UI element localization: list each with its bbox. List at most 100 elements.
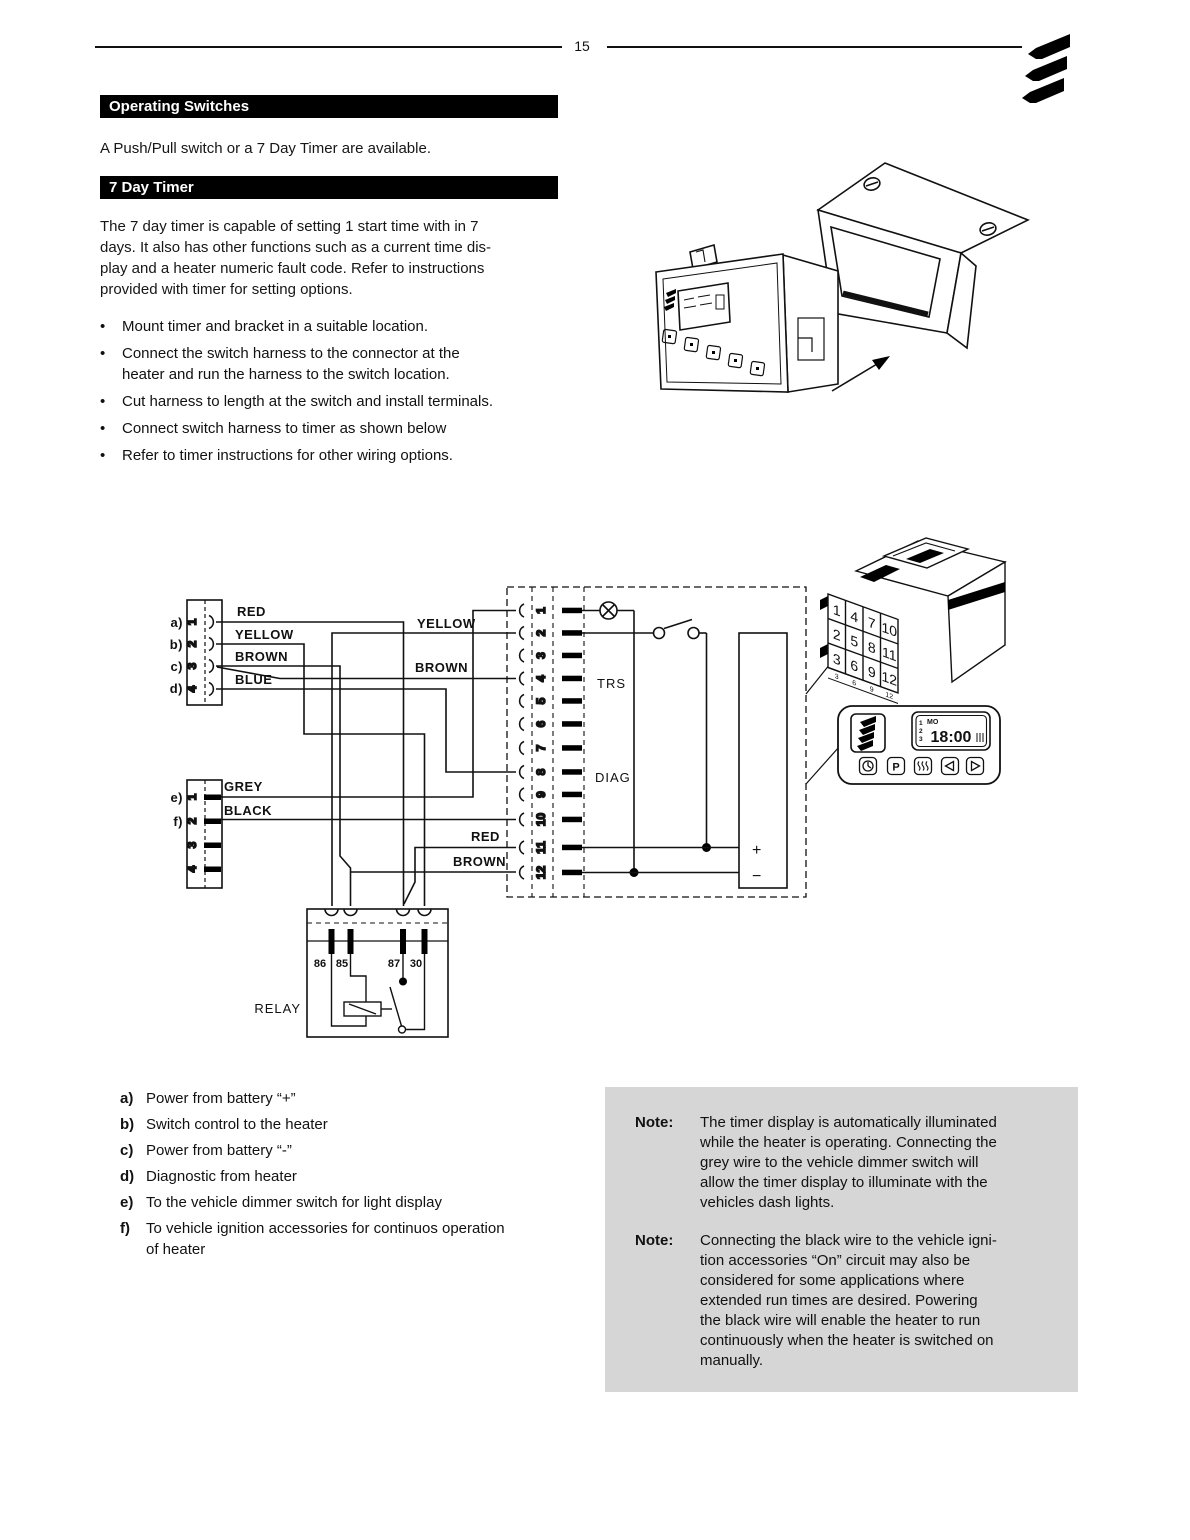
lamp-icon xyxy=(599,601,618,620)
timer-pin-sockets xyxy=(518,603,525,880)
timer-internal-circuit: + − xyxy=(582,601,788,889)
relay-socket-icon xyxy=(324,908,339,917)
right-arrow-icon xyxy=(970,760,981,772)
svg-text:5: 5 xyxy=(850,633,858,651)
svg-text:YELLOW: YELLOW xyxy=(235,627,294,642)
svg-text:1: 1 xyxy=(833,602,841,620)
contact-arm xyxy=(389,986,403,1027)
bullet-icon: • xyxy=(100,420,106,437)
relay-socket-icon xyxy=(343,908,358,917)
svg-text:3: 3 xyxy=(534,652,548,659)
pin-blade-icon xyxy=(204,794,221,800)
bullet-list: •Mount timer and bracket in a suitable l… xyxy=(100,316,580,472)
forward-button xyxy=(965,756,985,776)
legend-item: c)Power from battery “-” xyxy=(120,1142,292,1159)
wire-red-timer-supply xyxy=(403,846,516,905)
svg-text:3: 3 xyxy=(185,841,199,848)
heat-button xyxy=(913,756,933,776)
switch-icon xyxy=(652,618,700,640)
svg-text:4: 4 xyxy=(185,685,199,692)
svg-text:86: 86 xyxy=(314,958,326,970)
timer-face-buttons: P xyxy=(858,756,985,776)
pin-socket-icon xyxy=(208,614,215,630)
timer-face-logo-icon xyxy=(857,716,876,751)
timer-unit-3d-drawing xyxy=(655,243,839,393)
svg-text:1: 1 xyxy=(185,618,199,625)
list-item: •Connect the switch harness to the conne… xyxy=(100,345,460,383)
svg-text:2: 2 xyxy=(534,629,548,636)
pin-blade-icon xyxy=(204,842,221,848)
relay-socket-icon xyxy=(395,908,411,917)
wire-grey xyxy=(221,609,516,798)
wire-blue xyxy=(216,688,516,773)
harness-wires xyxy=(216,609,516,906)
svg-text:3: 3 xyxy=(919,736,923,743)
program-button xyxy=(886,756,906,776)
svg-text:4: 4 xyxy=(850,609,858,627)
pin-socket-icon xyxy=(208,681,215,697)
back-button xyxy=(940,756,960,776)
contact-dot xyxy=(399,977,407,986)
svg-text:9: 9 xyxy=(870,684,874,694)
header-rule-right xyxy=(607,46,1022,48)
wire-labels: RED YELLOW BROWN BLUE YELLOW BROWN GREY … xyxy=(224,604,506,869)
svg-text:BROWN: BROWN xyxy=(415,660,468,675)
left-arrow-icon xyxy=(944,760,955,772)
svg-text:7: 7 xyxy=(534,744,548,751)
pin-socket-icon xyxy=(208,658,215,674)
svg-text:1: 1 xyxy=(534,607,548,614)
svg-text:10: 10 xyxy=(534,813,548,827)
timer-bracket-illustration xyxy=(655,162,1030,393)
svg-text:1: 1 xyxy=(185,793,199,800)
legend-item: a)Power from battery “+” xyxy=(120,1090,296,1107)
legend-item: d)Diagnostic from heater xyxy=(120,1168,297,1185)
svg-text:c): c) xyxy=(170,659,183,674)
relay-socket-icon xyxy=(417,908,432,917)
svg-text:e): e) xyxy=(170,790,183,805)
svg-text:BROWN: BROWN xyxy=(235,649,288,664)
svg-text:d): d) xyxy=(170,681,183,696)
mounting-bracket-drawing xyxy=(816,162,1030,350)
svg-text:b): b) xyxy=(170,637,183,652)
legend-item: f)To vehicle ignition accessories for co… xyxy=(120,1220,505,1258)
bullet-icon: • xyxy=(100,318,106,335)
svg-text:12: 12 xyxy=(885,690,893,702)
bullet-icon: • xyxy=(100,345,106,362)
heater-connector-4pin: 1 2 3 4 a) b) c) d) xyxy=(170,599,223,706)
svg-text:2: 2 xyxy=(185,640,199,647)
svg-text:4: 4 xyxy=(534,675,548,682)
pin-blade-icon xyxy=(204,818,221,824)
wire-yellow-timer-to-relay xyxy=(331,632,516,906)
svg-text:8: 8 xyxy=(868,639,876,657)
direction-arrow-icon xyxy=(831,356,890,392)
timer-paragraph: The 7 day timer is capable of setting 1 … xyxy=(100,218,492,298)
trs-label: TRS xyxy=(597,676,626,691)
list-item: •Cut harness to length at the switch and… xyxy=(100,393,494,410)
svg-text:2: 2 xyxy=(185,817,199,824)
page-number: 15 xyxy=(574,38,590,54)
timer-internal-block: 1 2 3 4 5 6 7 8 9 10 11 12 xyxy=(506,586,840,898)
svg-text:P: P xyxy=(892,762,899,774)
svg-text:2: 2 xyxy=(833,627,841,645)
svg-text:5: 5 xyxy=(534,697,548,704)
timer-face-illustration: MO 1 2 3 18:00 P xyxy=(837,705,1001,785)
svg-text:2: 2 xyxy=(919,728,923,735)
svg-text:3: 3 xyxy=(835,671,839,681)
svg-text:7: 7 xyxy=(868,615,876,633)
diag-label: DIAG xyxy=(595,770,631,785)
bullet-icon: • xyxy=(100,393,106,410)
timer-unit-buttons xyxy=(661,328,766,377)
timer-unit-display xyxy=(677,282,731,331)
screw-hole-icon xyxy=(979,222,997,236)
list-item: •Connect switch harness to timer as show… xyxy=(100,420,447,437)
svg-text:f): f) xyxy=(173,814,183,829)
svg-text:4: 4 xyxy=(185,865,199,872)
svg-text:6: 6 xyxy=(850,658,858,676)
svg-text:BROWN: BROWN xyxy=(453,854,506,869)
relay-label: RELAY xyxy=(254,1001,301,1016)
svg-text:BLUE: BLUE xyxy=(235,672,272,687)
svg-text:87: 87 xyxy=(388,958,400,970)
brand-logo-icon xyxy=(1022,34,1070,103)
pin-blade-icon xyxy=(204,866,221,872)
svg-text:10: 10 xyxy=(881,620,897,641)
